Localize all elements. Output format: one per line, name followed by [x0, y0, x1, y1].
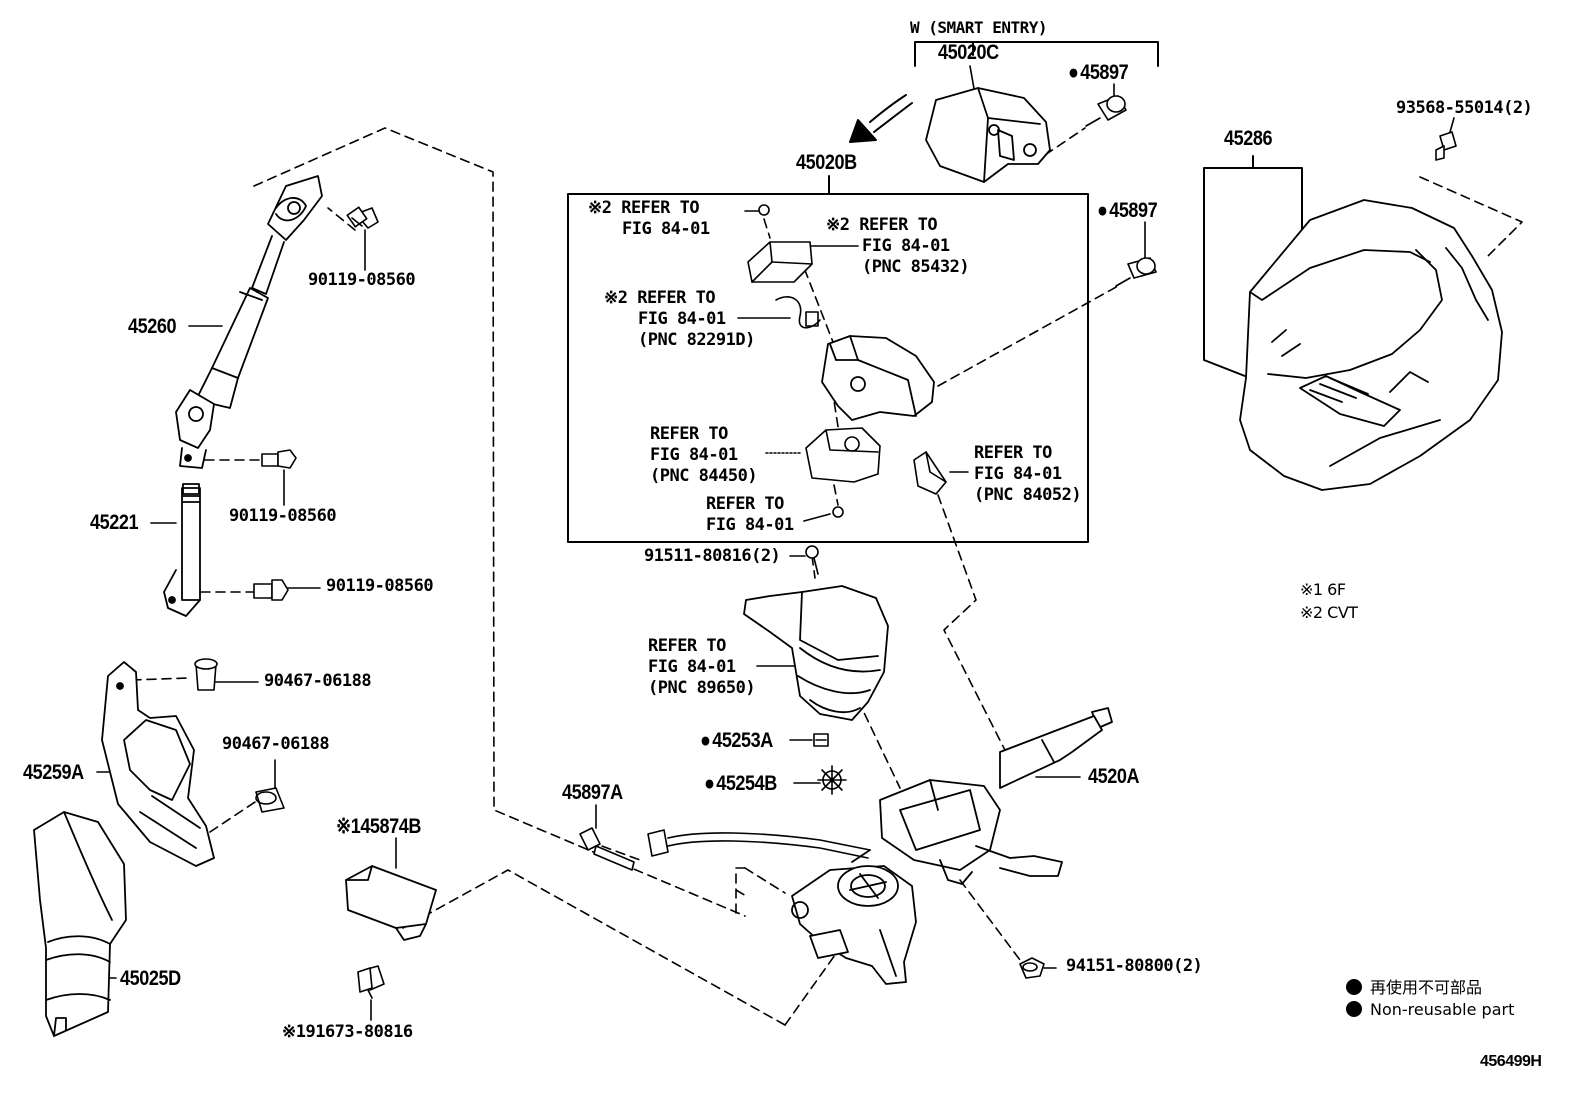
note-cvt: ※2 CVT — [1300, 603, 1358, 622]
bolt-90119-c — [253, 579, 289, 601]
part-label-45260: 45260 — [128, 315, 177, 338]
part-label-45254B: 45254B — [704, 773, 777, 794]
wire-refer-r3 — [775, 296, 821, 329]
refer-block-3: ※2 REFER TO FIG 84-01 (PNC 82291D) — [604, 288, 755, 351]
boot-cover-45259A — [101, 661, 215, 867]
clip-90467-a — [194, 658, 218, 691]
refer-5-line-3: (PNC 84052) — [974, 485, 1082, 505]
bracket-45874B — [345, 865, 437, 941]
dashed-assembly-lines — [131, 127, 1523, 1026]
boot-45025D — [33, 811, 127, 1037]
screw-refer-r1 — [758, 204, 770, 216]
refer-2-line-1: ※2 REFER TO — [826, 215, 938, 235]
legend-row-jp: 再使用不可部品 — [1346, 974, 1482, 998]
refer-7-line-3: (PNC 89650) — [648, 678, 756, 698]
screw-45897-right — [1115, 257, 1157, 287]
bracket-smart-entry — [914, 41, 1159, 67]
part-label-90467-b: 90467-06188 — [222, 734, 330, 754]
refer-4-line-3: (PNC 84450) — [650, 466, 758, 486]
non-reusable-dot-icon — [1346, 979, 1362, 995]
leader-lines — [96, 65, 1455, 1021]
part-label-90119-c: 90119-08560 — [326, 576, 434, 596]
part-label-93568: 93568-55014(2) — [1396, 98, 1533, 118]
bolt-91673 — [357, 965, 385, 999]
part-label-45253A: 45253A — [700, 730, 773, 751]
refer-2-line-3: (PNC 85432) — [862, 257, 970, 277]
nut-94151 — [1019, 957, 1045, 979]
refer-7-line-2: FIG 84-01 — [648, 657, 736, 677]
refer-block-7: REFER TO FIG 84-01 (PNC 89650) — [648, 636, 756, 699]
column-cover-45286 — [1239, 199, 1503, 491]
refer-block-1: ※2 REFER TO FIG 84-01 — [588, 198, 710, 240]
part-label-45259A: 45259A — [23, 761, 84, 784]
refer-1-line-1: ※2 REFER TO — [588, 198, 700, 218]
refer-4-line-1: REFER TO — [650, 424, 728, 444]
refer-block-6: REFER TO FIG 84-01 — [706, 494, 794, 536]
refer-2-line-2: FIG 84-01 — [862, 236, 950, 256]
part-label-90119-b: 90119-08560 — [229, 506, 337, 526]
note-6f: ※1 6F — [1300, 580, 1346, 599]
non-reusable-dot-icon — [1346, 1001, 1362, 1017]
bolt-90119-b — [261, 449, 297, 469]
part-label-45286: 45286 — [1224, 127, 1273, 150]
housing-45020C — [925, 87, 1051, 183]
bolt-45897A — [579, 827, 635, 871]
bolt-90119-a — [346, 206, 379, 229]
part-label-45221: 45221 — [90, 511, 139, 534]
steering-column-4520A — [791, 707, 1113, 985]
part-label-45897-top: 45897 — [1068, 62, 1129, 83]
refer-6-line-2: FIG 84-01 — [706, 515, 794, 535]
part-label-45897-right: 45897 — [1097, 200, 1158, 221]
label-smart-entry: W (SMART ENTRY) — [910, 18, 1048, 37]
part-label-45025D: 45025D — [120, 967, 181, 990]
lock-housing-refer-r7 — [743, 585, 889, 721]
refer-block-2: ※2 REFER TO FIG 84-01 (PNC 85432) — [826, 215, 970, 278]
screw-refer-r6 — [832, 506, 844, 518]
refer-1-line-2: FIG 84-01 — [622, 219, 710, 239]
part-label-45874B: ※145874B — [336, 815, 422, 838]
refer-3-line-2: FIG 84-01 — [638, 309, 726, 329]
screw-91511 — [805, 545, 819, 575]
refer-5-line-1: REFER TO — [974, 443, 1052, 463]
part-45253A — [813, 733, 829, 747]
refer-7-line-1: REFER TO — [648, 636, 726, 656]
part-45254B — [817, 765, 847, 795]
refer-5-line-2: FIG 84-01 — [974, 464, 1062, 484]
refer-6-line-1: REFER TO — [706, 494, 784, 514]
part-label-90467-a: 90467-06188 — [264, 671, 372, 691]
bracket-45286 — [1203, 155, 1303, 379]
part-label-90119-a: 90119-08560 — [308, 270, 416, 290]
legend-text-en: Non-reusable part — [1370, 1000, 1515, 1019]
clip-90467-b — [255, 787, 285, 813]
refer-4-line-2: FIG 84-01 — [650, 445, 738, 465]
refer-3-line-3: (PNC 82291D) — [638, 330, 755, 350]
shaft-45221 — [163, 483, 201, 617]
part-label-45020B: 45020B — [796, 151, 857, 174]
refer-block-4: REFER TO FIG 84-01 (PNC 84450) — [650, 424, 758, 487]
diagram-id: 456499H — [1480, 1053, 1542, 1070]
part-label-45020C: 45020C — [938, 41, 999, 64]
lock-body-45020B — [821, 335, 935, 421]
wire-harness — [647, 829, 871, 859]
part-label-45897A: 45897A — [562, 781, 623, 804]
connector-refer-r2 — [747, 241, 813, 283]
refer-3-line-1: ※2 REFER TO — [604, 288, 716, 308]
part-label-4520A: 4520A — [1088, 765, 1140, 788]
refer-block-5: REFER TO FIG 84-01 (PNC 84052) — [974, 443, 1082, 506]
part-label-91511: 91511-80816(2) — [644, 546, 781, 566]
switch-refer-r4 — [805, 427, 881, 483]
part-label-94151: 94151-80800(2) — [1066, 956, 1203, 976]
screw-45897-top — [1085, 95, 1127, 127]
curved-arrow-icon — [849, 94, 913, 143]
legend-row-en: Non-reusable part — [1346, 1000, 1514, 1019]
screw-93568 — [1435, 131, 1457, 161]
sensor-refer-r5 — [913, 451, 947, 495]
part-label-91673: ※191673-80816 — [282, 1022, 413, 1042]
intermediate-shaft-45260 — [175, 175, 323, 469]
legend-text-jp: 再使用不可部品 — [1370, 978, 1483, 997]
